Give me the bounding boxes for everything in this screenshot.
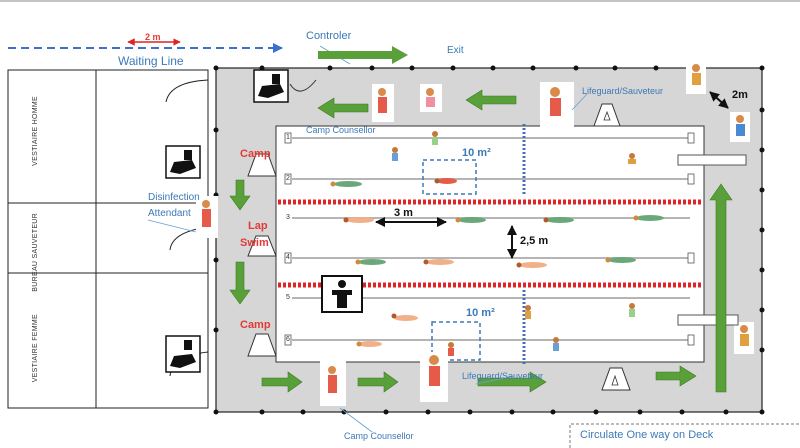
camp-top-label: Camp [240, 148, 271, 160]
controller-podium-icon [321, 275, 363, 313]
lifeguard-bottom-label: Lifeguard/Sauveteur [462, 371, 544, 381]
lifeguard-top-label: Lifeguard/Sauveteur [582, 86, 664, 96]
disinfection-label: Disinfection [148, 192, 200, 203]
lane-number: 6 [286, 336, 290, 343]
waiting-line-label: Waiting Line [118, 54, 184, 68]
camp-counsellor-top-label: Camp Counsellor [306, 125, 376, 135]
lap-label: Lap [248, 220, 268, 232]
exit-label: Exit [447, 45, 464, 56]
measure-2m-corner [709, 91, 729, 109]
corner-distance-label: 2m [732, 89, 748, 101]
lane-number: 3 [286, 214, 290, 221]
lane-width-label: 2,5 m [520, 235, 549, 247]
deck-posts [213, 65, 765, 415]
attendant-label: Attendant [148, 208, 191, 219]
locker-building [7, 69, 209, 409]
controller-rope [289, 79, 317, 92]
room-label-middle: BUREAU SAUVETEUR [32, 213, 39, 292]
staff-figures [196, 62, 754, 406]
lane-number: 5 [286, 294, 290, 301]
room-label-top: VESTIAIRE HOMME [32, 96, 39, 166]
exit-arrow [318, 46, 408, 64]
platform-bottom [677, 314, 739, 326]
caution-sign-marks [603, 110, 619, 386]
circulation-arrows [229, 89, 733, 393]
leader-lines [147, 93, 588, 433]
platform-top [677, 154, 747, 166]
swim-label: Swim [240, 237, 269, 249]
camp-bottom-label: Camp [240, 319, 271, 331]
zone-top [422, 159, 477, 195]
controller-label: Controler [306, 30, 352, 42]
disinfection-stations [165, 69, 289, 373]
area-bottom-label: 10 m² [466, 307, 495, 319]
lane-number: 4 [286, 254, 290, 261]
lane-number: 2 [286, 175, 290, 182]
lane-spacing-label: 3 m [394, 207, 413, 219]
distance-label: 2 m [145, 32, 161, 42]
camp-counsellor-bottom-label: Camp Counsellor [344, 431, 414, 441]
pool-water [275, 125, 705, 363]
circulate-callout-box [569, 423, 800, 448]
area-top-label: 10 m² [462, 147, 491, 159]
lane-end-caps [284, 132, 695, 346]
lane-number: 1 [286, 134, 290, 141]
zone-bottom [431, 321, 481, 361]
circulate-label: Circulate One way on Deck [580, 429, 714, 441]
camp-kids [392, 131, 636, 356]
swimmers [330, 178, 664, 347]
room-label-bottom: VESTIAIRE FEMME [32, 314, 39, 383]
